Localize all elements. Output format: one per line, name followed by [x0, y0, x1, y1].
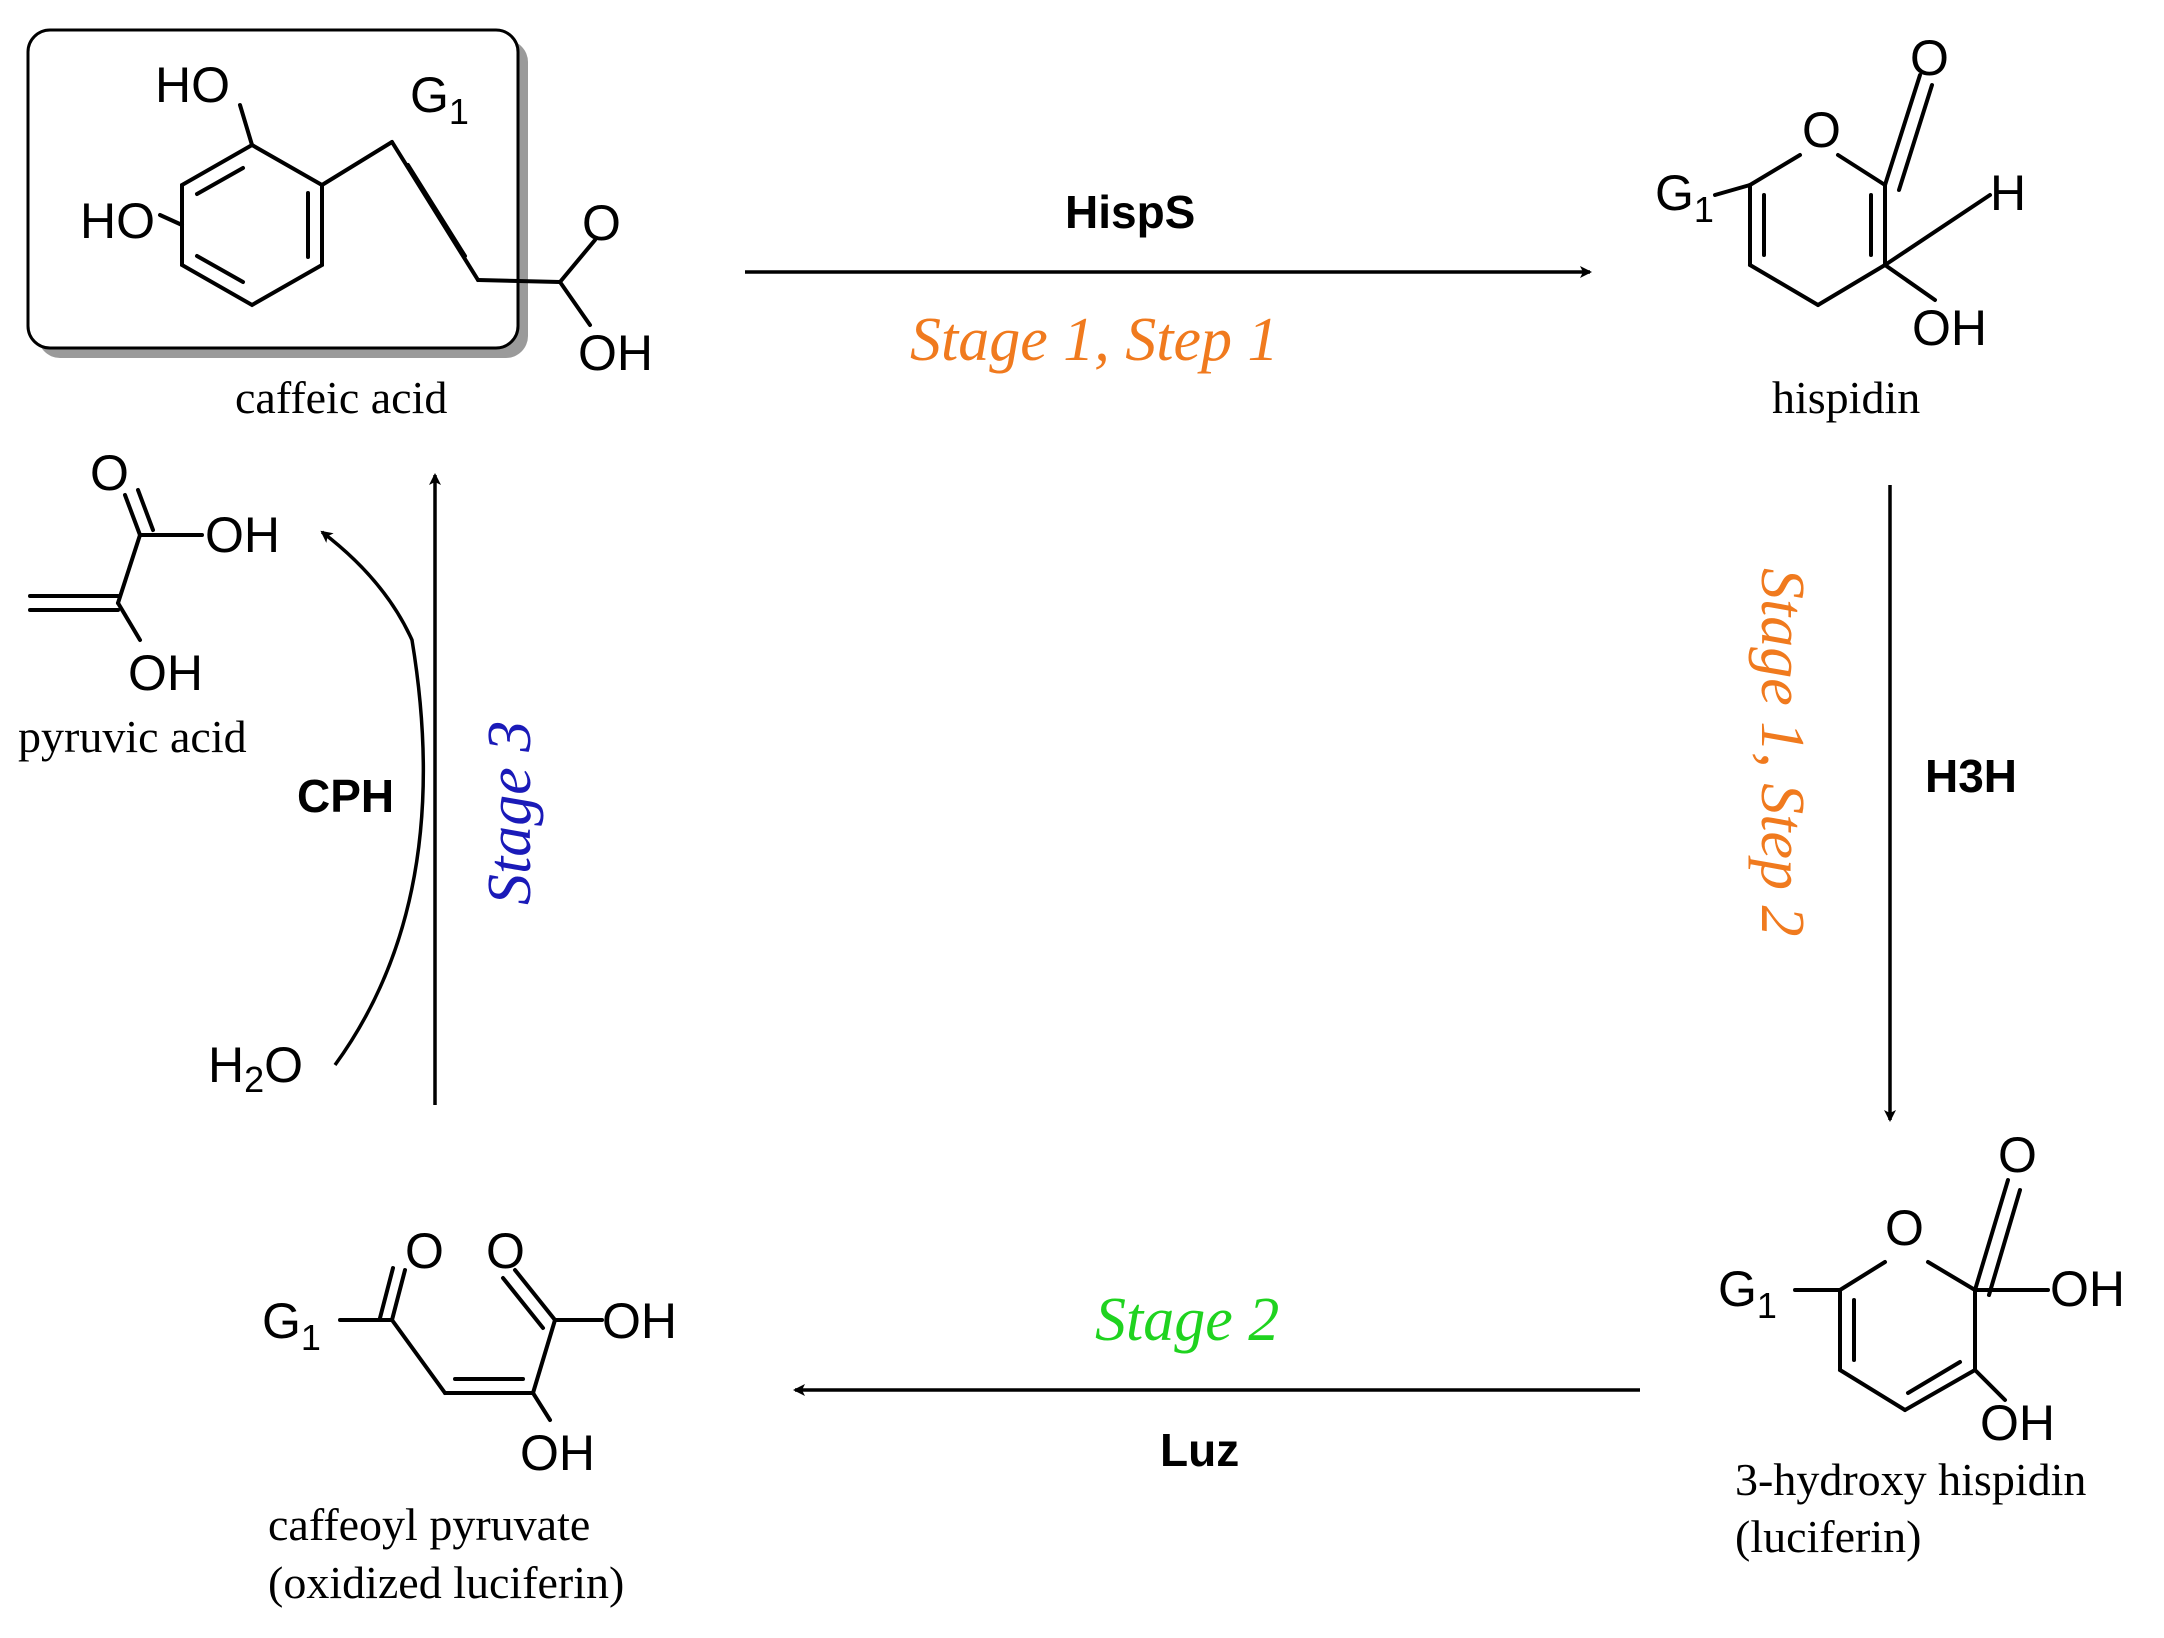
caffeoyl-acid-o: O	[486, 1223, 525, 1279]
enzyme-cph: CPH	[297, 770, 394, 822]
hispidin-oh: OH	[1912, 300, 1987, 356]
enzyme-hisps: HispS	[1065, 186, 1195, 238]
hispidin-h: H	[1990, 165, 2026, 221]
enzyme-h3h: H3H	[1925, 750, 2017, 802]
caffeoyl-ketone-o: O	[405, 1223, 444, 1279]
hydroxy-hispidin-label-1: 3-hydroxy hispidin	[1735, 1454, 2086, 1505]
hispidin-structure	[1713, 73, 1992, 307]
stage3-label: Stage 3	[476, 721, 544, 905]
hispidin-carbonyl-o: O	[1910, 30, 1949, 86]
caffeoyl-acid-oh: OH	[602, 1293, 677, 1349]
caffeoyl-pyruvate-label-1: caffeoyl pyruvate	[268, 1499, 590, 1550]
caffeoyl-g1-label: G1	[262, 1293, 321, 1358]
hydroxy-hispidin-structure	[1793, 1178, 2050, 1412]
hydroxy-hispidin-ring-o: O	[1885, 1200, 1924, 1256]
water-to-pyruvate-curved-arrow	[320, 530, 426, 1067]
stage2-label: Stage 2	[1095, 1286, 1279, 1354]
hydroxy-hispidin-g1-label: G1	[1718, 1261, 1777, 1326]
pyruvic-enol-oh: OH	[128, 645, 203, 701]
caffeoyl-enol-oh: OH	[520, 1425, 595, 1481]
pyruvic-acid-oh: OH	[205, 507, 280, 563]
stage1-step1-label: Stage 1, Step 1	[910, 306, 1279, 374]
hydroxy-hispidin-carbonyl-o: O	[1998, 1127, 2037, 1183]
pyruvic-acid-structure	[28, 488, 204, 642]
enzyme-luz: Luz	[1160, 1424, 1239, 1476]
water-label: H2O	[208, 1037, 303, 1100]
caffeic-acid-structure	[26, 28, 597, 358]
caffeoyl-pyruvate-structure	[338, 1266, 604, 1422]
hispidin-ring-o: O	[1802, 102, 1841, 158]
g1-box	[26, 28, 520, 350]
caffeic-g1-label: G1	[410, 67, 469, 132]
stage1-step2-label: Stage 1, Step 2	[1748, 568, 1816, 937]
caffeic-carbonyl-o: O	[582, 195, 621, 251]
caffeic-acid-label: caffeic acid	[235, 372, 447, 423]
hydroxy-hispidin-oh-bottom: OH	[1980, 1395, 2055, 1451]
caffeic-oh: OH	[578, 325, 653, 381]
caffeoyl-pyruvate-label-2: (oxidized luciferin)	[268, 1557, 624, 1608]
caffeic-ho-left: HO	[80, 193, 155, 249]
hydroxy-hispidin-label-2: (luciferin)	[1735, 1511, 1921, 1562]
hispidin-g1-label: G1	[1655, 165, 1714, 230]
caffeic-ho-top: HO	[155, 57, 230, 113]
hispidin-label: hispidin	[1772, 372, 1920, 423]
hydroxy-hispidin-oh-right: OH	[2050, 1261, 2125, 1317]
pyruvic-carbonyl-o: O	[90, 445, 129, 501]
pyruvic-acid-label: pyruvic acid	[18, 711, 247, 762]
